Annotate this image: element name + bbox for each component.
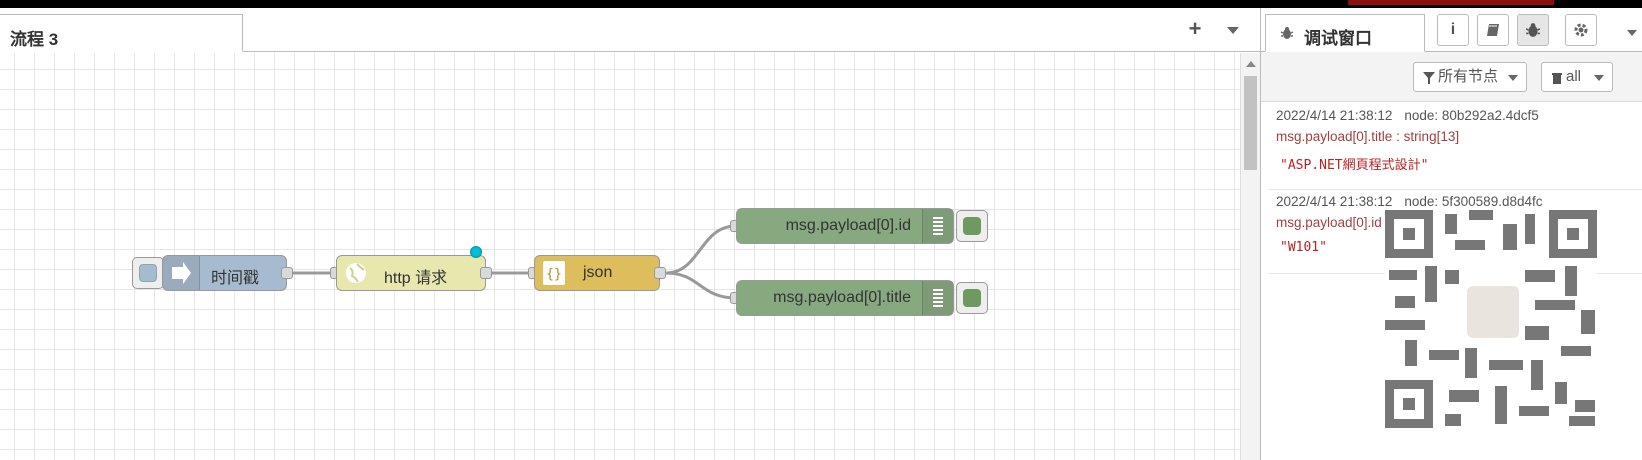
wire-json-debug-id[interactable] xyxy=(665,224,737,275)
json-node[interactable]: {} json xyxy=(534,255,660,291)
workspace: 流程 3 + 时间戳 http 请求 xyxy=(0,8,1260,460)
debug-node-id[interactable]: msg.payload[0].id xyxy=(736,208,954,244)
tab-debug[interactable]: 调试窗口 xyxy=(1265,14,1425,52)
tab-debug-label: 调试窗口 xyxy=(1304,29,1372,48)
tab-flow-3[interactable]: 流程 3 xyxy=(0,14,243,52)
filter-nodes-label: 所有节点 xyxy=(1438,68,1499,85)
debug-id-toggle-button[interactable] xyxy=(956,210,988,242)
inject-trigger-button[interactable] xyxy=(132,257,164,289)
message-timestamp: 2022/4/14 21:38:12 xyxy=(1276,108,1393,123)
tab-flow-3-label: 流程 3 xyxy=(10,30,59,49)
clear-messages-label: all xyxy=(1566,68,1582,85)
sidebar-tab-bar: 调试窗口 i xyxy=(1261,8,1642,52)
top-header-bar xyxy=(0,0,1642,8)
inject-output-port[interactable] xyxy=(281,267,293,279)
flow-canvas[interactable]: 时间戳 http 请求 {} json msg.payload[0].id xyxy=(0,53,1240,460)
avatar xyxy=(1465,284,1521,340)
bug-icon[interactable] xyxy=(1517,14,1549,46)
gear-icon[interactable] xyxy=(1565,14,1597,46)
wires xyxy=(289,224,737,300)
message-path: msg.payload[0].title : string[13] xyxy=(1276,129,1460,144)
message-value: "W101" xyxy=(1280,240,1327,255)
canvas-scrollbar[interactable] xyxy=(1240,53,1260,460)
trash-icon xyxy=(1552,73,1562,84)
plus-icon[interactable]: + xyxy=(1188,16,1202,41)
workspace-tab-bar: 流程 3 + xyxy=(0,8,1260,52)
chevron-down-icon[interactable] xyxy=(1627,30,1637,36)
globe-icon xyxy=(337,256,373,290)
deploy-button-strip[interactable] xyxy=(1348,0,1554,5)
svg-text:{}: {} xyxy=(546,267,562,282)
message-value: "ASP.NET網頁程式設計" xyxy=(1280,158,1429,173)
message-timestamp: 2022/4/14 21:38:12 xyxy=(1276,194,1393,209)
message-node-id[interactable]: node: 5f300589.d8d4fc xyxy=(1404,194,1543,209)
changed-indicator-dot xyxy=(470,246,482,258)
debug-node-title[interactable]: msg.payload[0].title xyxy=(736,280,954,316)
bug-icon xyxy=(1280,27,1294,39)
arrow-right-icon xyxy=(163,256,200,290)
inject-node-label: 时间戳 xyxy=(211,270,260,287)
list-icon xyxy=(922,209,953,243)
inject-node[interactable]: 时间戳 xyxy=(162,255,287,291)
scroll-up-icon[interactable] xyxy=(1246,61,1256,67)
json-node-label: json xyxy=(583,264,613,281)
list-icon xyxy=(922,281,953,315)
info-icon[interactable]: i xyxy=(1437,14,1469,46)
filter-icon xyxy=(1423,72,1435,84)
http-output-port[interactable] xyxy=(480,267,492,279)
clear-messages-dropdown[interactable]: all xyxy=(1541,62,1613,92)
braces-icon: {} xyxy=(535,256,573,290)
debug-node-title-label: msg.payload[0].title xyxy=(773,289,911,306)
chevron-down-icon[interactable] xyxy=(1224,22,1240,38)
debug-node-id-label: msg.payload[0].id xyxy=(785,217,911,234)
debug-message[interactable]: 2022/4/14 21:38:12 node: 80b292a2.4dcf5 m… xyxy=(1269,104,1642,190)
debug-toolbar: 所有节点 all xyxy=(1261,52,1642,102)
filter-nodes-dropdown[interactable]: 所有节点 xyxy=(1413,62,1527,92)
json-output-port[interactable] xyxy=(654,267,666,279)
wire-json-debug-title[interactable] xyxy=(665,271,737,300)
debug-title-toggle-button[interactable] xyxy=(956,282,988,314)
scrollbar-thumb[interactable] xyxy=(1244,76,1257,170)
book-icon[interactable] xyxy=(1477,14,1509,46)
message-node-id[interactable]: node: 80b292a2.4dcf5 xyxy=(1404,108,1539,123)
http-request-node[interactable]: http 请求 xyxy=(336,255,486,291)
http-request-node-label: http 请求 xyxy=(384,270,448,287)
qr-code-overlay xyxy=(1385,210,1597,428)
